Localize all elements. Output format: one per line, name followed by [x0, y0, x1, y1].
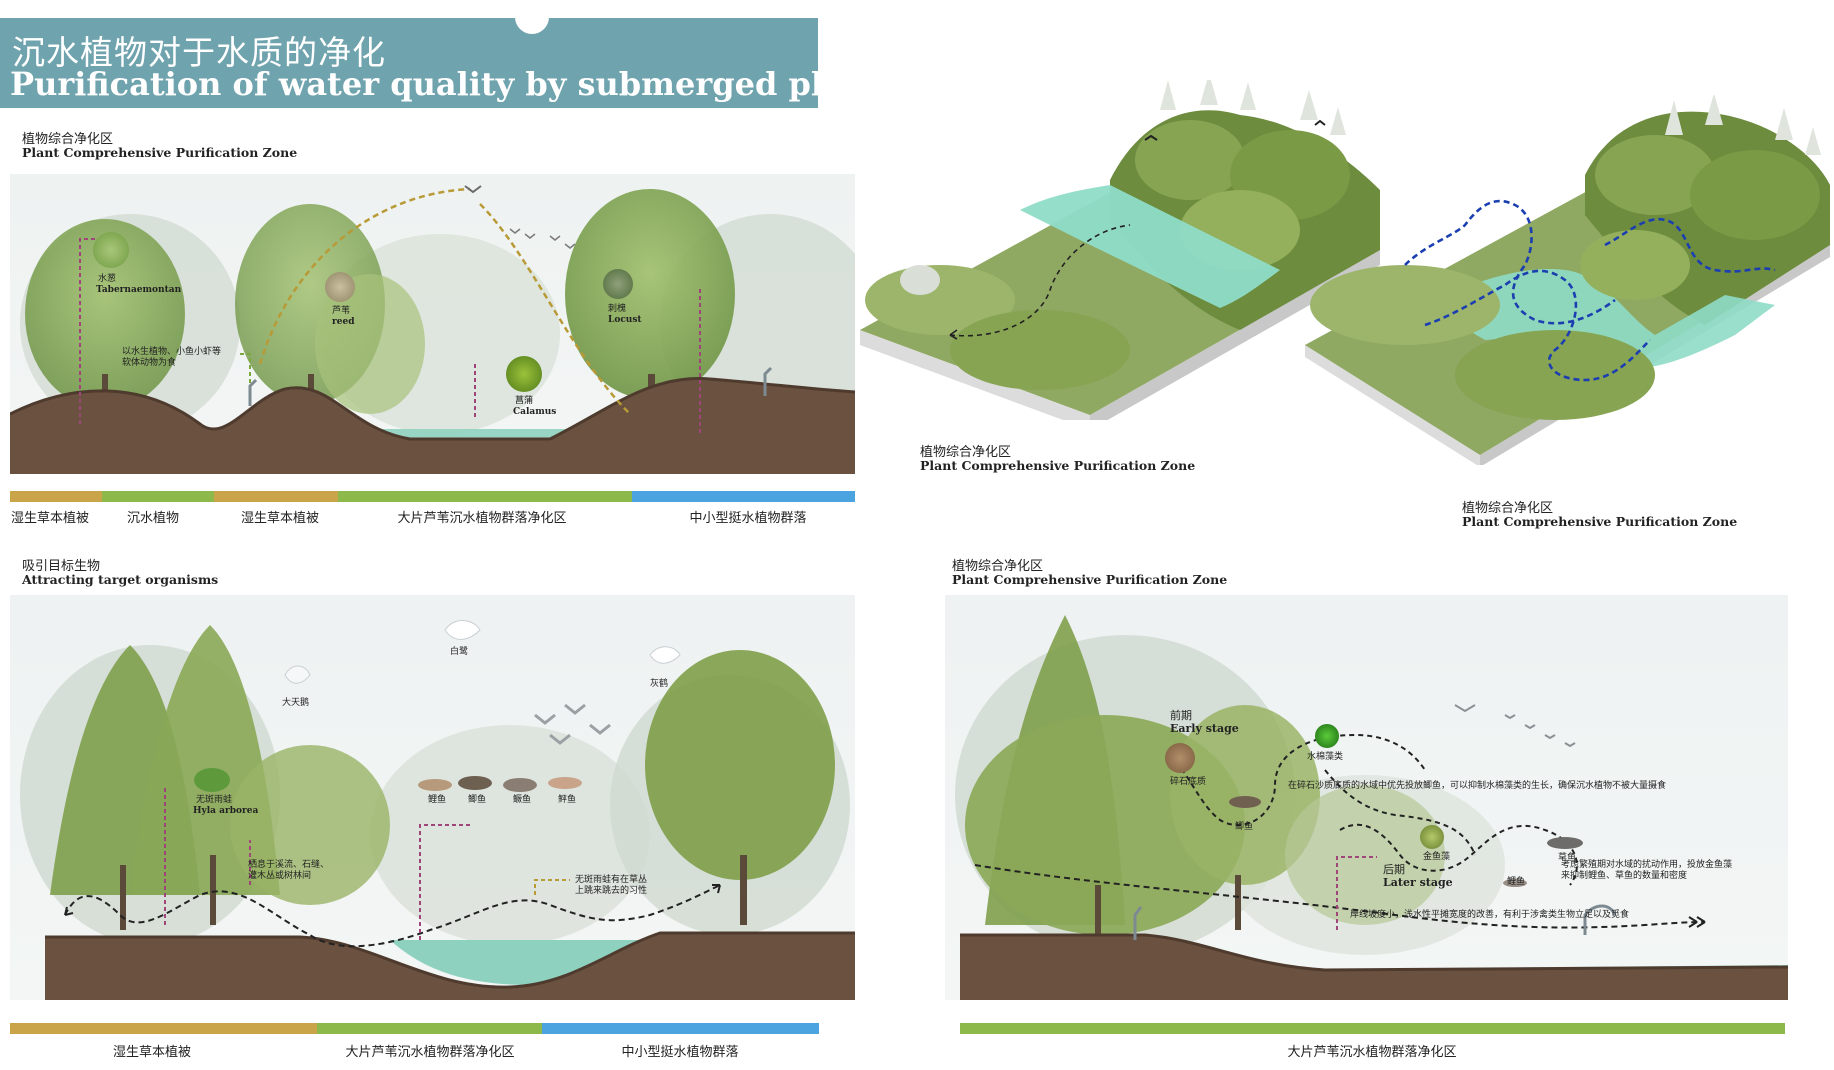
- habitat-note: 栖息于溪流、石缝、 灌木丛或树林间: [248, 860, 330, 882]
- plant-thumb-locust: [603, 269, 633, 299]
- iso-block-2-illustration: [1305, 95, 1830, 465]
- panel4-label-en: Plant Comprehensive Purification Zone: [952, 572, 1228, 587]
- plant-name-en: Locust: [608, 315, 642, 325]
- frog-habit-note: 无斑雨蛙有在草丛 上跳来跳去的习性: [575, 875, 648, 897]
- iso1-label-cn: 植物综合净化区: [920, 445, 1012, 460]
- goldfish-algae-label: 金鱼藻: [1423, 852, 1451, 862]
- plant-name-cn: 菖蒲: [515, 396, 534, 406]
- legend-bar-reed-zone: [317, 1023, 542, 1034]
- bird-label-crane: 灰鹤: [650, 679, 669, 689]
- early-stage-note: 在碎石沙质底质的水域中优先投放鲫鱼，可以抑制水棉藻类的生长，确保沉水植物不被大量…: [1288, 781, 1667, 791]
- plant-thumb-calamus: [506, 356, 542, 392]
- title-banner: 沉水植物对于水质的净化 Purification of water qualit…: [0, 0, 900, 108]
- panel4-illustration: [955, 615, 1788, 1000]
- legend-bar-wet-herb: [10, 1023, 317, 1034]
- shoreline-note: 岸线坡度小，浅水性平摊宽度的改善，有利于涉禽类生物立足以及觅食: [1350, 910, 1630, 920]
- legend-label: 湿生草本植被: [112, 1045, 192, 1060]
- grass-carp-label: 草鱼: [1558, 853, 1577, 863]
- bird-label-egret: 白鹭: [450, 647, 469, 657]
- later-stage-cn: 后期: [1383, 863, 1405, 876]
- plant-thumb-reed: [325, 272, 355, 302]
- banner-notch: [515, 0, 549, 34]
- page-title-cn: 沉水植物对于水质的净化: [12, 33, 386, 72]
- iso-block-2: [1305, 95, 1834, 465]
- iso2-label-cn: 植物综合净化区: [1462, 501, 1554, 516]
- legend-label: 中小型挺水植物群落: [621, 1045, 739, 1060]
- fish-label: 鲆鱼: [558, 795, 577, 805]
- legend-bar-emergent: [542, 1023, 819, 1034]
- legend-label: 大片芦苇沉水植物群落净化区: [397, 511, 567, 526]
- frog-label-en: Hyla arborea: [193, 806, 259, 816]
- legend-bar-reed-zone: [960, 1023, 1785, 1034]
- panel3-label-cn: 吸引目标生物: [22, 559, 101, 574]
- legend-bar-submerged: [102, 491, 214, 502]
- panel3-scene: 白鹭 大天鹅 灰鹤 无斑雨蛙 Hyla arborea 鲤鱼 鲫鱼 鳜鱼 鲆鱼 …: [10, 595, 855, 1000]
- legend-label: 湿生草本植被: [10, 511, 90, 526]
- fish-label: 鳜鱼: [513, 795, 532, 805]
- panel3-illustration: [20, 620, 855, 1000]
- plant-name-cn: 刺槐: [608, 304, 627, 314]
- panel1-illustration: [10, 185, 855, 474]
- legend-label: 大片芦苇沉水植物群落净化区: [345, 1045, 515, 1060]
- plant-name-cn: 芦苇: [332, 306, 351, 316]
- plant-name-cn: 水葱: [98, 274, 117, 284]
- iso-block-1-illustration: [860, 80, 1380, 420]
- goldfish-algae-thumb: [1420, 825, 1444, 849]
- legend-label: 湿生草本植被: [240, 511, 320, 526]
- panel3-label-en: Attracting target organisms: [22, 572, 219, 587]
- crucian-label: 鲫鱼: [1235, 822, 1254, 832]
- bird-label-swan: 大天鹅: [282, 698, 310, 708]
- gravel-thumb: [1165, 743, 1195, 773]
- legend-label: 沉水植物: [126, 511, 180, 526]
- frog-label-cn: 无斑雨蛙: [196, 795, 233, 805]
- legend-label: 大片芦苇沉水植物群落净化区: [1287, 1045, 1457, 1060]
- panel4-scene: 前期 Early stage 碎石底质 水棉藻类 在碎石沙质底质的水域中优先投放…: [945, 595, 1788, 1000]
- plant-thumb-tabernaemontan: [93, 232, 129, 268]
- legend-bar-emergent: [632, 491, 855, 502]
- iso-block-1: [860, 80, 1390, 420]
- plant-name-en: reed: [332, 317, 355, 327]
- legend-label: 中小型挺水植物群落: [689, 511, 807, 526]
- plant-name-en: Calamus: [513, 407, 557, 417]
- panel1-scene: 水葱 Tabernaemontan 芦苇 reed 刺槐 Locust 菖蒲 C…: [10, 174, 855, 474]
- gravel-label: 碎石底质: [1170, 777, 1207, 787]
- panel1-label-cn: 植物综合净化区: [22, 132, 114, 147]
- panel1-label-en: Plant Comprehensive Purification Zone: [22, 145, 298, 160]
- cotton-algae-label: 水棉藻类: [1307, 752, 1344, 762]
- legend-bar-reed-zone: [338, 491, 632, 502]
- page-title-en: Purification of water quality by submerg…: [10, 65, 900, 103]
- fish-label: 鲤鱼: [428, 795, 447, 805]
- feeding-note: 以水生植物、小鱼小虾等 软体动物为食: [122, 347, 222, 369]
- cotton-algae-thumb: [1315, 724, 1339, 748]
- early-stage-en: Early stage: [1170, 722, 1239, 735]
- carp-label: 鲤鱼: [1507, 877, 1526, 887]
- later-stage-en: Later stage: [1383, 876, 1453, 889]
- legend-bar-wet-herb: [10, 491, 102, 502]
- fish-label: 鲫鱼: [468, 795, 487, 805]
- iso1-label-en: Plant Comprehensive Purification Zone: [920, 458, 1196, 473]
- plant-name-en: Tabernaemontan: [96, 285, 182, 295]
- legend-bar-wet-herb: [214, 491, 338, 502]
- iso2-label-en: Plant Comprehensive Purification Zone: [1462, 514, 1738, 529]
- early-stage-cn: 前期: [1170, 709, 1192, 722]
- panel4-label-cn: 植物综合净化区: [952, 559, 1044, 574]
- later-stage-note: 考虑繁殖期对水域的扰动作用，投放金鱼藻 来抑制鲤鱼、草鱼的数量和密度: [1561, 860, 1733, 882]
